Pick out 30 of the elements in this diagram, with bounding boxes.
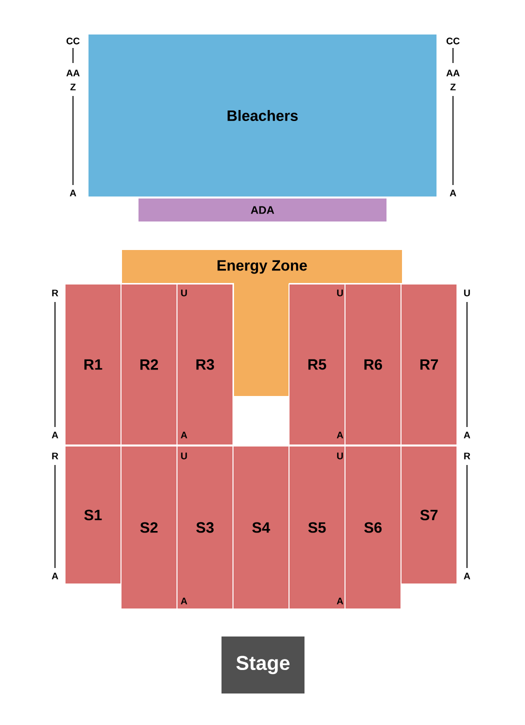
- row-letter: A: [336, 598, 344, 604]
- row-letter: A: [70, 190, 76, 196]
- seating-section: S6: [344, 446, 402, 610]
- seating-section: S2: [120, 446, 178, 610]
- seating-section: R7: [400, 284, 458, 446]
- seating-section: S4: [232, 446, 290, 610]
- bleachers-section: Bleachers: [88, 34, 438, 198]
- row-letter: CC: [446, 38, 460, 44]
- row-letter: A: [464, 432, 470, 438]
- stage-block: Stage: [220, 636, 306, 694]
- row-letter: A: [52, 432, 58, 438]
- seating-section: S7: [400, 446, 458, 584]
- seating-section: R2: [120, 284, 178, 446]
- row-letter: U: [181, 452, 187, 460]
- seating-section: R6: [344, 284, 402, 446]
- row-letter: U: [181, 290, 187, 296]
- row-letter: U: [337, 452, 343, 460]
- seating-section: R1: [64, 284, 122, 446]
- row-letter: Z: [70, 84, 76, 90]
- row-letter: A: [450, 190, 456, 196]
- row-letter: AA: [446, 70, 460, 76]
- row-letter: Z: [450, 84, 456, 90]
- row-letter: A: [180, 432, 188, 438]
- row-letter: R: [52, 452, 58, 460]
- ada-section: ADA: [138, 198, 388, 222]
- row-letter: R: [464, 452, 470, 460]
- seating-section: S1: [64, 446, 122, 584]
- row-letter: U: [337, 290, 343, 296]
- row-letter: A: [180, 598, 188, 604]
- row-letter: A: [336, 432, 344, 438]
